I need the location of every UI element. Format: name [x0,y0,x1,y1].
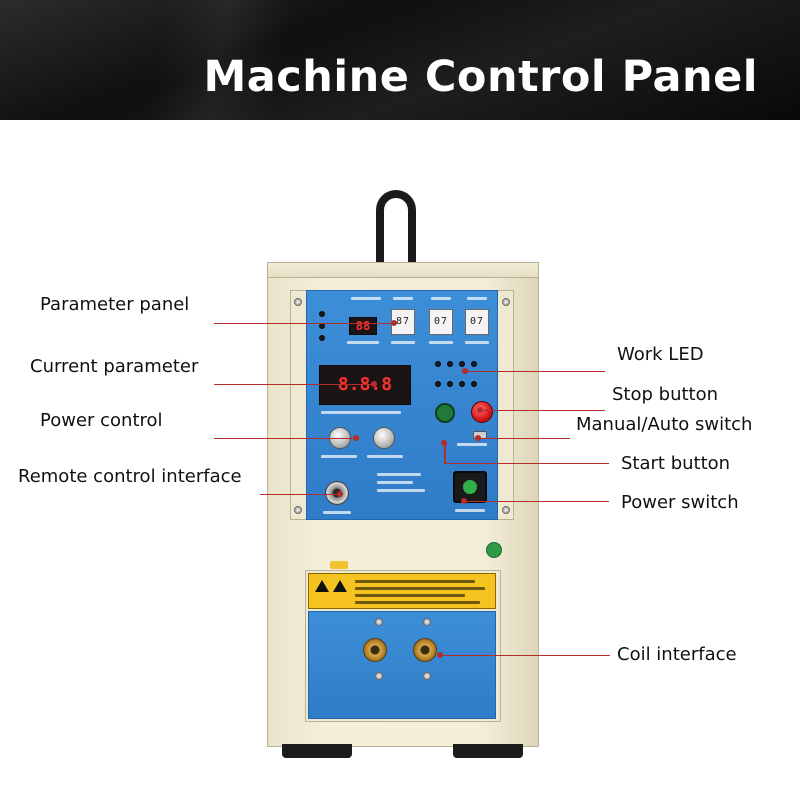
label-start-button: Start button [621,453,731,474]
leader-line-start-button [444,463,609,464]
screw-icon [502,298,510,306]
power-switch-lamp [463,480,477,494]
leader-dot [437,652,443,658]
leader-dot [371,381,377,387]
parameter-digit-display: 88 [349,317,377,335]
label-work-led: Work LED [617,344,704,365]
coil-fitting-right[interactable] [413,638,437,662]
leader-line-manual-auto [478,438,570,439]
indicator-led [459,381,465,387]
panel-caption [367,455,403,458]
leader-line-coil-interface [440,655,610,656]
label-remote-control-interface: Remote control interface [18,466,242,487]
leader-dot [462,368,468,374]
brand-caption [377,489,425,492]
warning-triangle-icon [333,580,347,592]
panel-caption [391,341,415,344]
carry-handle [376,190,416,262]
brand-caption [377,473,421,476]
panel-caption [393,297,413,300]
leader-line-work-led [465,371,605,372]
indicator-led [319,311,325,317]
label-parameter-panel: Parameter panel [40,294,190,315]
indicator-led [471,381,477,387]
screw-icon [294,298,302,306]
screw-icon [375,672,383,680]
screw-icon [502,506,510,514]
machine-top-edge [267,262,539,278]
leader-line-power-switch [464,501,609,502]
control-panel: 88 87 07 07 8.8.8 [306,290,498,520]
warning-caption [355,594,465,597]
brand-badge [330,561,348,569]
leader-dot [461,498,467,504]
work-led [435,361,441,367]
label-coil-interface: Coil interface [617,644,737,665]
panel-caption [467,297,487,300]
leader-line-current-parameter [214,384,374,385]
machine-foot-right [453,744,523,758]
warning-triangle-icon [315,580,329,592]
power-switch[interactable] [453,471,487,503]
screw-icon [423,672,431,680]
leader-line-start-vertical [444,443,446,463]
coil-panel [308,611,496,719]
panel-caption [457,443,487,446]
screw-icon [423,618,431,626]
leader-dot [391,320,397,326]
header-shine [0,0,800,120]
screw-icon [294,506,302,514]
label-power-switch: Power switch [621,492,739,513]
cooling-time-thumbwheel[interactable]: 07 [465,309,489,335]
warning-caption [355,587,485,590]
indicator-led [435,381,441,387]
page-title: Machine Control Panel [203,52,758,102]
leader-line-parameter-panel [214,323,394,324]
warning-label [308,573,496,609]
panel-caption [347,341,379,344]
label-stop-button: Stop button [612,384,719,405]
panel-caption [431,297,451,300]
machine-foot-left [282,744,352,758]
leader-line-remote-control [260,494,340,495]
leader-dot [337,491,343,497]
start-button[interactable] [435,403,455,423]
indicator-led [471,361,477,367]
panel-caption [429,341,453,344]
eco-certification-icon [486,542,502,558]
coil-fitting-left[interactable] [363,638,387,662]
leader-dot [353,435,359,441]
current-display: 8.8.8 [319,365,411,405]
screw-icon [375,618,383,626]
panel-caption [323,511,351,514]
panel-caption [455,509,485,512]
panel-caption [321,455,357,458]
label-power-control: Power control [40,410,163,431]
warning-caption [355,580,475,583]
panel-caption [321,411,401,414]
label-manual-auto-switch: Manual/Auto switch [576,414,753,435]
indicator-led [319,335,325,341]
warning-caption [355,601,480,604]
indicator-led [447,381,453,387]
leader-line-power-control [214,438,356,439]
indicator-led [447,361,453,367]
indicator-led [459,361,465,367]
label-current-parameter: Current parameter [30,356,199,377]
panel-caption [465,341,489,344]
panel-caption [351,297,381,300]
holding-time-thumbwheel[interactable]: 07 [429,309,453,335]
leader-dot [475,435,481,441]
leader-dot [441,440,447,446]
power-control-knob[interactable] [373,427,395,449]
leader-line-stop-button [480,410,605,411]
brand-caption [377,481,413,484]
leader-dot [477,407,483,413]
header-banner: Machine Control Panel [0,0,800,120]
